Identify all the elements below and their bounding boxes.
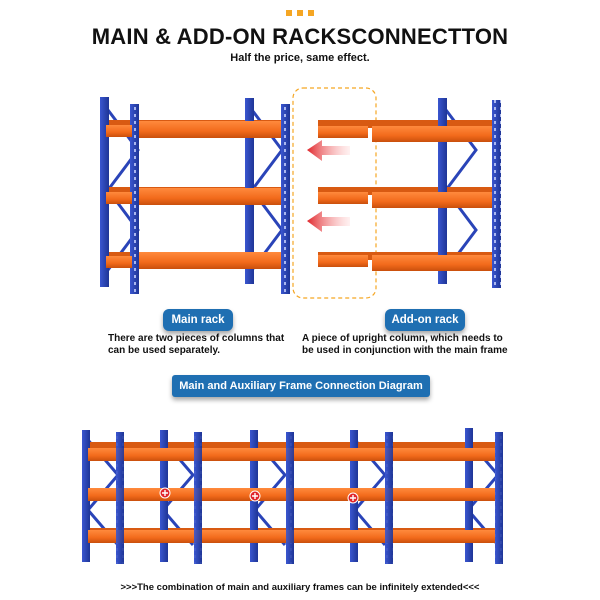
- diagram-label: Main and Auxiliary Frame Connection Diag…: [172, 375, 430, 397]
- connection-point-icon: [347, 492, 359, 504]
- connection-point-icon: [159, 487, 171, 499]
- arrow-left-icon: [307, 140, 350, 161]
- page-subtitle: Half the price, same effect.: [230, 52, 370, 64]
- main-rack-figure: [100, 97, 290, 294]
- connection-point-icon: [249, 490, 261, 502]
- addon-rack-figure: [318, 98, 501, 288]
- combined-rack-figure: [82, 428, 503, 564]
- main-rack-description: There are two pieces of columns that can…: [108, 333, 285, 356]
- page-title: MAIN & ADD-ON RACKSCONNECTTON: [91, 24, 509, 49]
- footer-text: >>>The combination of main and auxiliary…: [120, 582, 480, 593]
- decorative-dots: [286, 10, 314, 16]
- arrow-left-icon: [307, 211, 350, 232]
- main-rack-label: Main rack: [163, 309, 233, 331]
- addon-rack-label: Add-on rack: [385, 309, 465, 331]
- connection-highlight-box: [292, 87, 377, 299]
- addon-rack-description: A piece of upright column, which needs t…: [302, 333, 508, 356]
